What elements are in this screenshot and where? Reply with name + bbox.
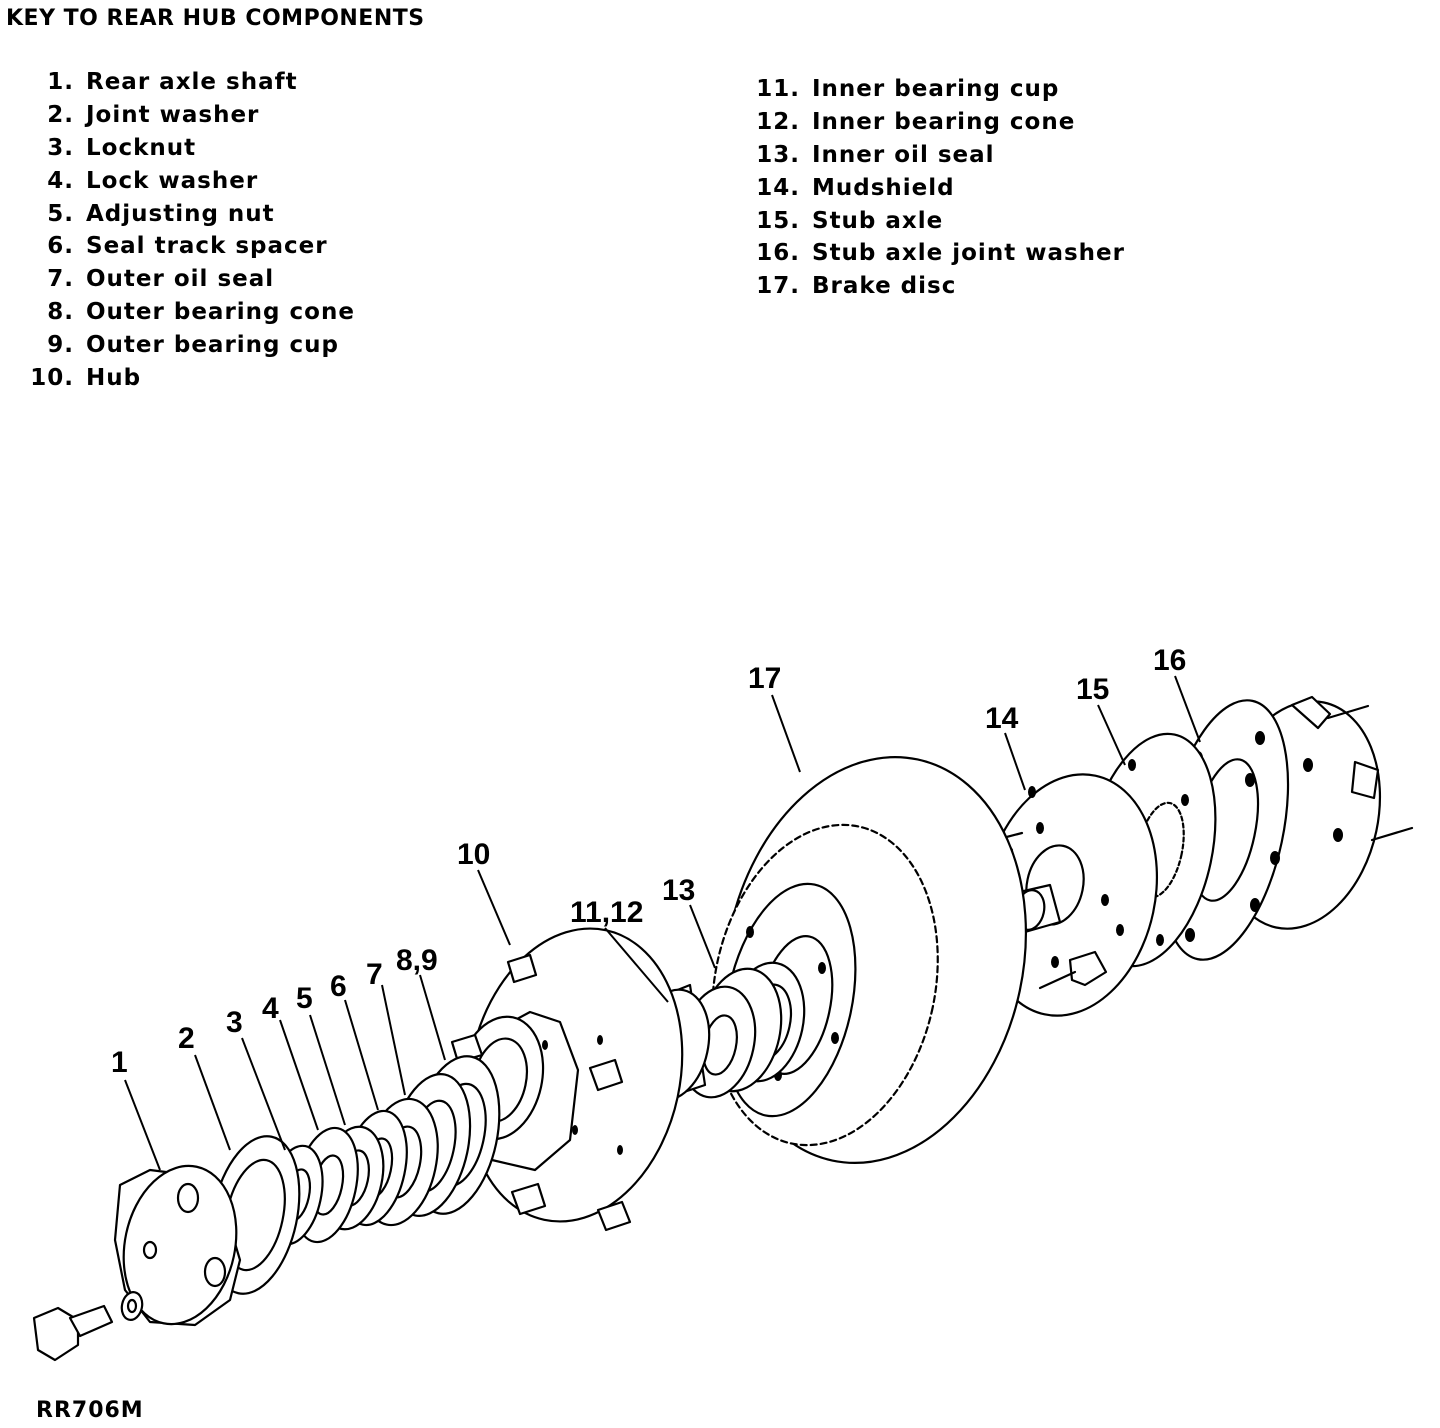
key-item: 7. Outer oil seal <box>14 263 355 296</box>
key-item: 5. Adjusting nut <box>14 197 355 230</box>
key-title: KEY TO REAR HUB COMPONENTS <box>6 6 425 31</box>
key-item: 12. Inner bearing cone <box>742 106 1125 139</box>
key-item-number: 3. <box>47 134 74 161</box>
rear-axle-shaft-part <box>32 1164 242 1362</box>
key-item-number: 7. <box>47 266 74 293</box>
key-item: 10. Hub <box>14 361 355 394</box>
key-item-number: 4. <box>47 167 74 194</box>
key-item-number: 2. <box>47 102 74 129</box>
callout-8-9: 8,9 <box>396 944 438 977</box>
callout-7: 7 <box>366 958 383 991</box>
key-item: 17. Brake disc <box>742 270 1125 303</box>
key-item-label: Locknut <box>86 134 197 161</box>
callout-10: 10 <box>457 838 490 871</box>
key-item-label: Rear axle shaft <box>86 69 298 96</box>
key-item-label: Outer oil seal <box>86 266 275 293</box>
key-item-number: 14. <box>756 174 800 201</box>
key-item-number: 9. <box>47 331 74 358</box>
key-item: 4. Lock washer <box>14 164 355 197</box>
callout-17: 17 <box>748 662 781 695</box>
key-item: 9. Outer bearing cup <box>14 328 355 361</box>
key-item-label: Inner bearing cup <box>812 76 1060 103</box>
key-item-label: Inner oil seal <box>812 141 995 168</box>
key-item: 11. Inner bearing cup <box>742 73 1125 106</box>
key-item: 15. Stub axle <box>742 204 1125 237</box>
key-item: 16. Stub axle joint washer <box>742 237 1125 270</box>
key-item-label: Adjusting nut <box>86 200 275 227</box>
callout-13: 13 <box>662 874 695 907</box>
figure-reference: RR706M <box>36 1398 144 1423</box>
key-item-number: 6. <box>47 233 74 260</box>
callout-2: 2 <box>178 1022 195 1055</box>
key-item-number: 12. <box>756 109 800 136</box>
callout-6: 6 <box>330 970 347 1003</box>
callout-1: 1 <box>111 1046 128 1079</box>
key-item: 1. Rear axle shaft <box>14 66 355 99</box>
key-item-label: Stub axle <box>812 207 944 234</box>
key-item: 14. Mudshield <box>742 171 1125 204</box>
key-list-right: 11. Inner bearing cup 12. Inner bearing co… <box>742 73 1125 303</box>
key-item: 13. Inner oil seal <box>742 139 1125 172</box>
key-item-label: Inner bearing cone <box>812 109 1076 136</box>
key-item: 3. Locknut <box>14 132 355 165</box>
callout-14: 14 <box>985 702 1019 735</box>
key-item: 8. Outer bearing cone <box>14 296 355 329</box>
key-item: 6. Seal track spacer <box>14 230 355 263</box>
callout-15: 15 <box>1076 673 1109 706</box>
key-item-label: Hub <box>86 364 142 391</box>
key-item: 2. Joint washer <box>14 99 355 132</box>
key-item-number: 8. <box>47 298 74 325</box>
callout-5: 5 <box>296 982 313 1015</box>
key-item-number: 16. <box>756 240 800 267</box>
key-item-number: 11. <box>756 76 800 103</box>
key-item-number: 10. <box>30 364 74 391</box>
key-item-label: Outer bearing cup <box>86 331 339 358</box>
key-item-label: Outer bearing cone <box>86 298 355 325</box>
key-item-label: Lock washer <box>86 167 259 194</box>
key-list-left: 1. Rear axle shaft 2. Joint washer 3. Lockn… <box>14 66 355 394</box>
leader-lines <box>124 675 1201 1171</box>
key-item-label: Seal track spacer <box>86 233 328 260</box>
key-item-label: Mudshield <box>812 174 955 201</box>
callout-16: 16 <box>1153 644 1186 677</box>
key-item-number: 1. <box>47 69 74 96</box>
key-item-number: 17. <box>756 273 800 300</box>
callout-4: 4 <box>262 992 279 1025</box>
key-item-number: 15. <box>756 207 800 234</box>
callout-3: 3 <box>226 1006 243 1039</box>
brake-disc-part <box>711 756 1028 1164</box>
key-item-label: Joint washer <box>86 102 260 129</box>
key-item-label: Stub axle joint washer <box>812 240 1125 267</box>
key-item-number: 5. <box>47 200 74 227</box>
callout-11-12: 11,12 <box>570 896 643 929</box>
key-item-number: 13. <box>756 141 800 168</box>
key-item-label: Brake disc <box>812 273 957 300</box>
